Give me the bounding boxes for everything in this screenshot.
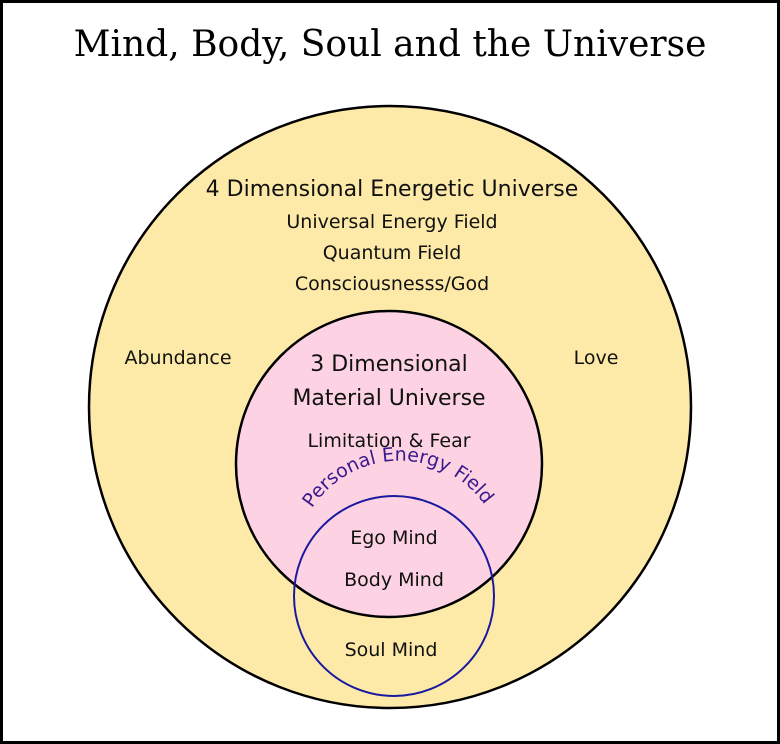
inner-circle-material-universe [234, 309, 544, 619]
body-mind-label: Body Mind [344, 569, 444, 591]
outer-right-label: Love [574, 347, 619, 369]
personal-energy-field-circle [293, 495, 495, 697]
diagram-title: Mind, Body, Soul and the Universe [74, 24, 707, 65]
outer-line-3: Consciousnesss/God [295, 273, 489, 295]
outer-heading: 4 Dimensional Energetic Universe [206, 177, 579, 202]
inner-subtitle: Limitation & Fear [307, 430, 470, 452]
outer-line-1: Universal Energy Field [286, 211, 497, 233]
ego-mind-label: Ego Mind [350, 527, 438, 549]
outer-left-label: Abundance [124, 347, 231, 369]
inner-heading-line-2: Material Universe [292, 386, 485, 411]
soul-mind-label: Soul Mind [345, 639, 438, 661]
outer-line-2: Quantum Field [323, 242, 462, 264]
inner-heading-line-1: 3 Dimensional [310, 352, 468, 377]
